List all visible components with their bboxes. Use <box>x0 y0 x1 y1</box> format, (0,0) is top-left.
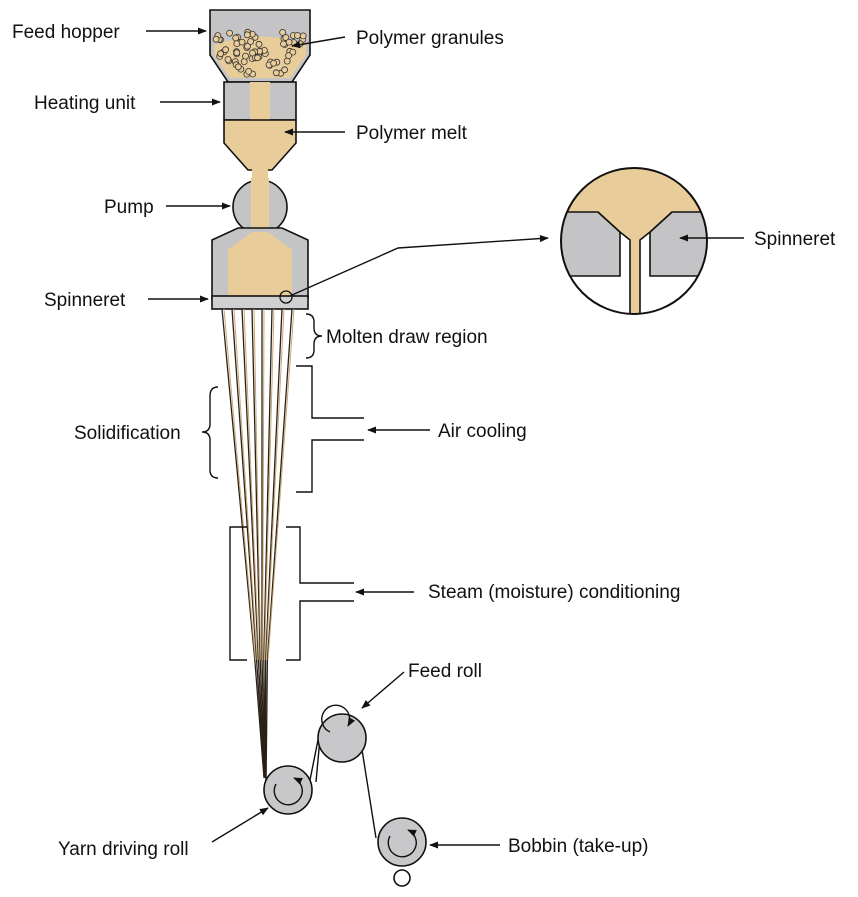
granule <box>233 49 241 57</box>
label-heating-unit: Heating unit <box>34 93 136 114</box>
air-cooling-duct <box>296 365 364 493</box>
label-solidification: Solidification <box>74 423 181 444</box>
granule <box>240 58 248 65</box>
heating-unit <box>223 81 297 121</box>
filament <box>265 308 293 779</box>
steam-conditioning-chamber <box>229 526 354 661</box>
spinneret-body <box>211 227 309 299</box>
label-polymer-melt: Polymer melt <box>356 123 468 144</box>
granule <box>279 29 287 36</box>
granule <box>244 42 251 50</box>
granule <box>255 40 263 48</box>
filament <box>263 308 273 779</box>
granule <box>212 35 220 43</box>
granule <box>254 54 261 62</box>
granule <box>299 32 307 40</box>
granule <box>281 66 289 74</box>
granule <box>224 56 232 63</box>
filament-highlight <box>223 308 256 661</box>
label-feed-hopper: Feed hopper <box>12 22 120 43</box>
granule <box>238 38 246 46</box>
granule <box>283 57 291 65</box>
filament-highlight <box>253 308 262 661</box>
label-feed-roll: Feed roll <box>408 661 482 682</box>
granule <box>249 49 256 57</box>
granule <box>294 32 301 39</box>
granule <box>243 31 251 39</box>
granule <box>226 29 234 37</box>
filament <box>261 309 266 779</box>
granule <box>217 50 225 58</box>
granule <box>280 40 287 48</box>
leader-arrows <box>146 27 744 849</box>
filament-bundle <box>221 308 295 779</box>
filament <box>241 308 266 779</box>
filament <box>264 308 283 779</box>
spinneret-plate <box>211 295 309 310</box>
granule <box>242 52 249 60</box>
polymer-melt <box>223 119 297 171</box>
granule <box>285 38 293 46</box>
granule <box>222 46 230 54</box>
granule <box>282 34 290 41</box>
filament-highlight <box>265 308 285 661</box>
label-air-cooling: Air cooling <box>438 421 527 442</box>
spinneret-detail-marker <box>279 290 293 304</box>
label-spinneret-detail: Spinneret <box>754 229 836 250</box>
filament-highlight <box>233 308 258 661</box>
granule <box>245 68 253 75</box>
pump <box>232 178 288 236</box>
label-yarn-driving-roll: Yarn driving roll <box>58 839 189 860</box>
spinneret-detail <box>560 167 708 315</box>
molten-draw-brace <box>305 313 323 359</box>
label-pump: Pump <box>104 197 154 218</box>
filament-highlight <box>267 308 295 661</box>
feed-roll <box>317 704 367 763</box>
label-polymer-granules: Polymer granules <box>356 28 504 49</box>
granule <box>270 59 278 67</box>
granule <box>247 38 255 45</box>
label-steam-conditioning: Steam (moisture) conditioning <box>428 582 680 603</box>
granule <box>272 69 280 77</box>
solidification-brace <box>201 386 219 479</box>
filament-highlight <box>263 308 275 661</box>
filament <box>251 308 266 779</box>
detail-leader-line <box>291 234 549 296</box>
filament-highlight <box>262 308 265 661</box>
filament-highlight <box>243 308 260 661</box>
label-bobbin: Bobbin (take-up) <box>508 836 648 857</box>
yarn-driving-roll <box>263 765 313 815</box>
polymer-granules <box>212 28 307 78</box>
granule <box>232 34 240 42</box>
filament <box>231 308 265 779</box>
granule <box>234 63 242 71</box>
filament <box>221 308 265 779</box>
bobbin <box>377 817 427 887</box>
label-spinneret: Spinneret <box>44 290 126 311</box>
label-molten-draw-region: Molten draw region <box>326 327 488 348</box>
granule <box>285 52 293 59</box>
